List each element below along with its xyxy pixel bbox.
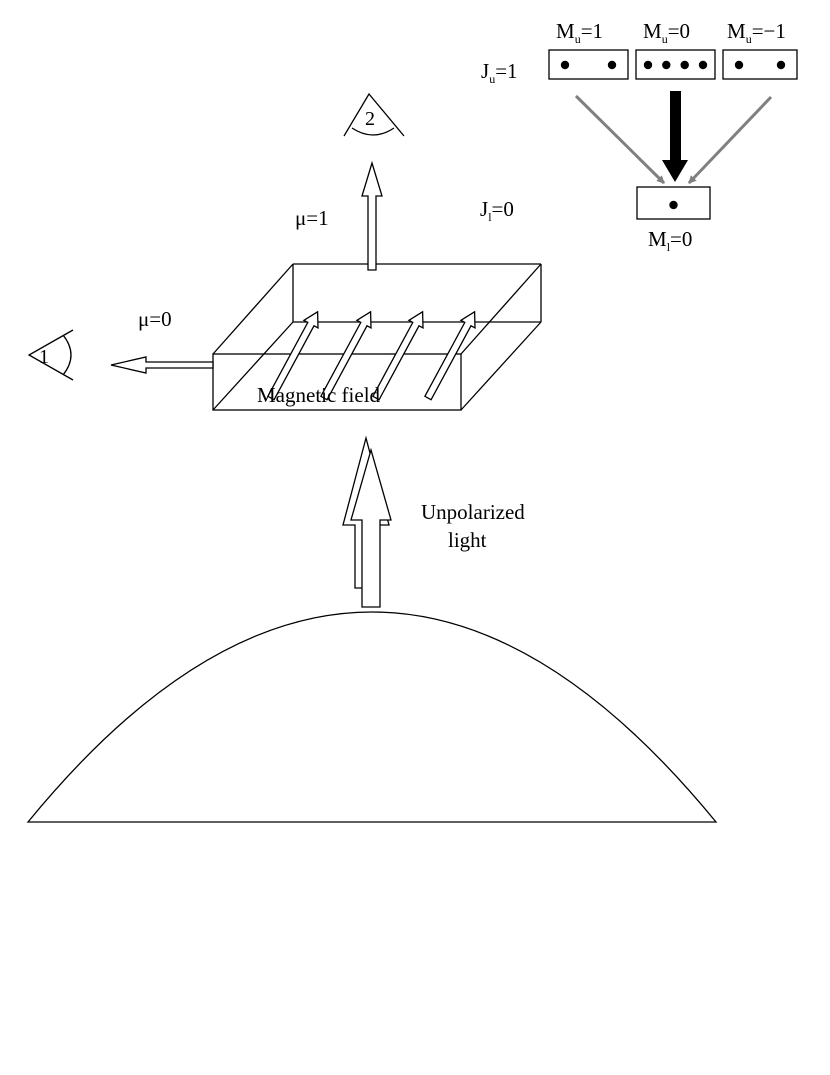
magnetic-field-arrows [267,310,476,401]
jl-label: Jl=0 [480,197,514,224]
mu-0-label: Mu=0 [643,19,690,46]
mu-level-1-dot-4 [698,60,708,70]
mu1-label: μ=1 [295,206,329,230]
field-arrow-3 [372,310,424,401]
observer-2-label: 2 [365,108,375,130]
mu-level-0-dot-1 [560,60,570,70]
observer-1-label: 1 [39,346,49,368]
mu0-emission-arrow [110,356,214,374]
mu-level-0-dot-2 [607,60,617,70]
mu-level-2-dot-2 [776,60,786,70]
transition-0-arrow [662,91,688,182]
mu-plus1-box [548,49,629,80]
mu0-label: μ=0 [138,307,172,331]
mu-level-1-dot-2 [662,60,671,70]
mu-0-box [635,49,716,80]
mu-plus1-label: Mu=1 [556,19,603,46]
light-label-line1: Unpolarized [421,500,525,524]
transition-plus1-arrow [574,94,666,185]
ml-label: Ml=0 [648,227,692,254]
transition-minus1-arrow [687,95,773,185]
magnetic-field-label: Magnetic field [257,383,381,407]
mu-level-2-dot-1 [734,60,744,70]
solar-surface [26,611,718,823]
ml-level-dot-1 [669,200,678,210]
field-arrow-2 [320,310,372,401]
mu1-emission-arrow [361,160,383,271]
ju-label: Ju=1 [481,59,518,86]
mu-level-1-dot-1 [643,60,653,70]
mu-minus1-label: Mu=−1 [727,19,786,46]
unpolarized-light-arrow [342,435,392,608]
field-arrow-1 [267,310,319,401]
population-dots [560,60,786,210]
ml-box [636,186,711,220]
observer-1-eye-icon [27,329,74,381]
light-label-line2: light [448,528,487,552]
gas-slab [212,263,542,411]
observer-2-eye-icon [343,92,405,137]
mu-minus1-box [722,49,798,80]
mu-level-1-dot-3 [680,60,689,70]
field-arrow-4 [424,310,476,401]
